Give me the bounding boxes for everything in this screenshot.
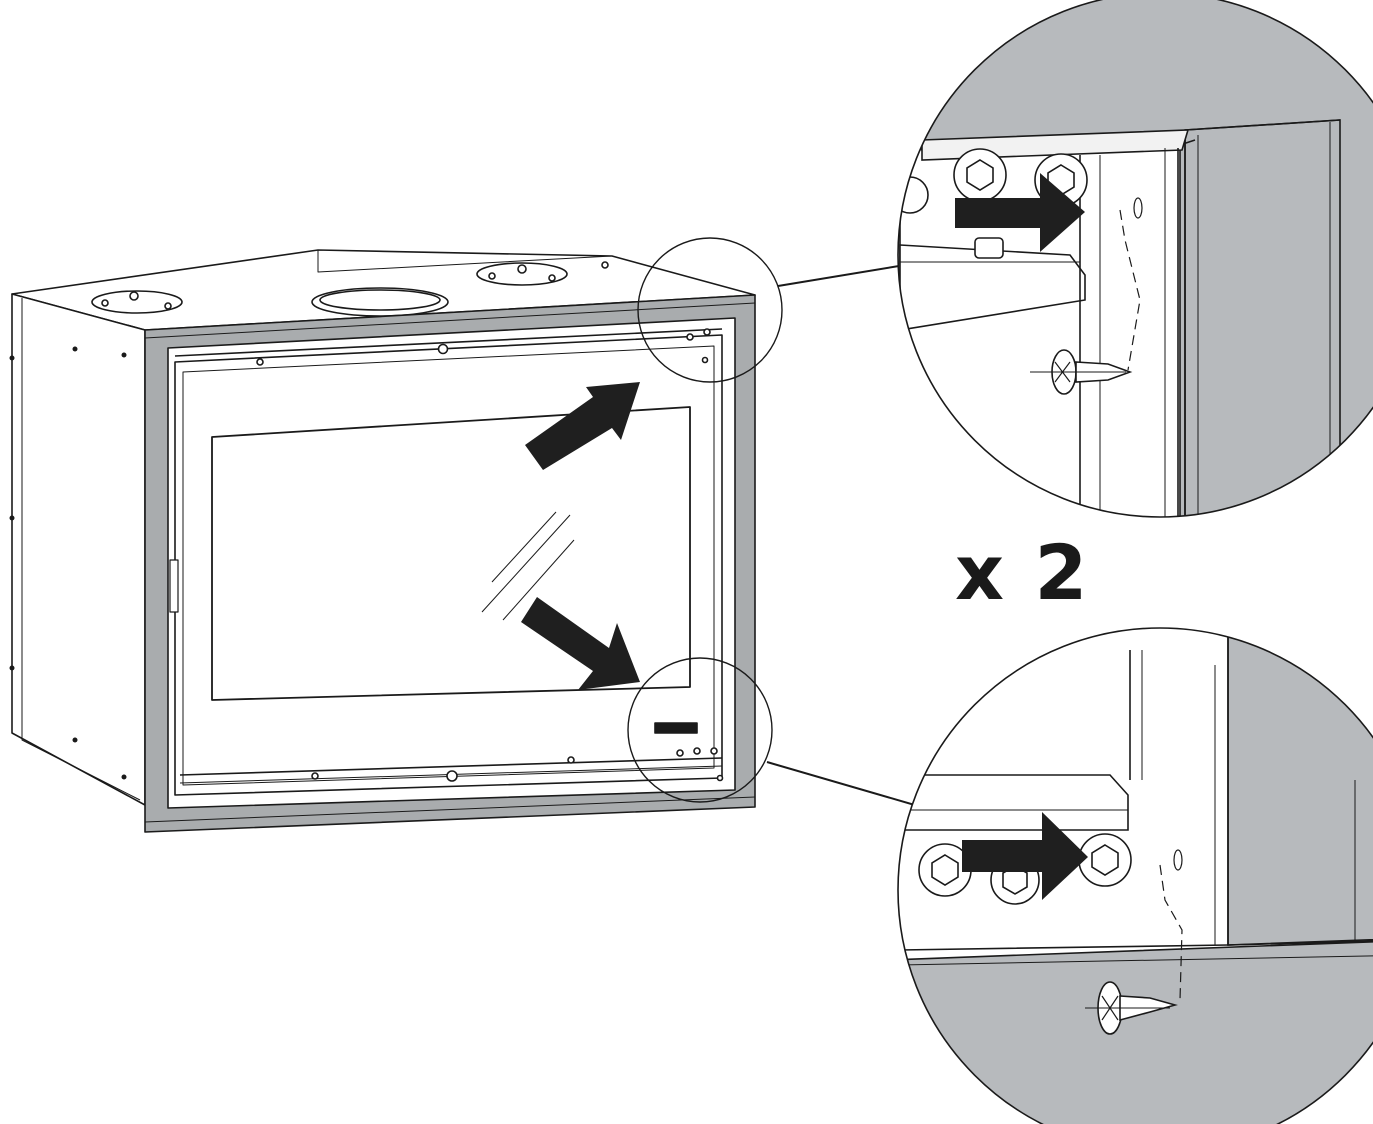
top-screws xyxy=(101,261,609,310)
bolt-icon xyxy=(898,148,1088,214)
bottom-rail-fixings xyxy=(311,756,575,782)
stove-unit xyxy=(9,249,756,833)
screw-icon xyxy=(1085,981,1178,1035)
arrow-icon xyxy=(525,382,640,470)
stove-side-panel xyxy=(11,293,146,806)
knockout-cover-left xyxy=(91,290,183,314)
door-hinge xyxy=(169,559,179,613)
glass-reflection xyxy=(481,511,575,621)
detail-view-top xyxy=(898,0,1373,517)
leader-line-top xyxy=(777,264,906,287)
door-rail-fixings xyxy=(256,328,711,366)
screw-icon xyxy=(1030,349,1133,395)
quantity-label: x 2 xyxy=(955,528,1090,617)
nameplate xyxy=(654,722,698,734)
knockout-cover-right xyxy=(476,262,568,286)
callout-circle-bottom xyxy=(627,657,773,803)
arrow-icon xyxy=(521,597,640,690)
detail-view-bottom xyxy=(898,628,1373,1124)
side-rivets xyxy=(9,346,127,780)
leader-line-bottom xyxy=(766,761,926,809)
corner-fixings xyxy=(676,356,724,782)
arrow-icon xyxy=(962,812,1088,900)
callout-circle-top xyxy=(637,237,783,383)
arrow-icon xyxy=(955,173,1085,252)
